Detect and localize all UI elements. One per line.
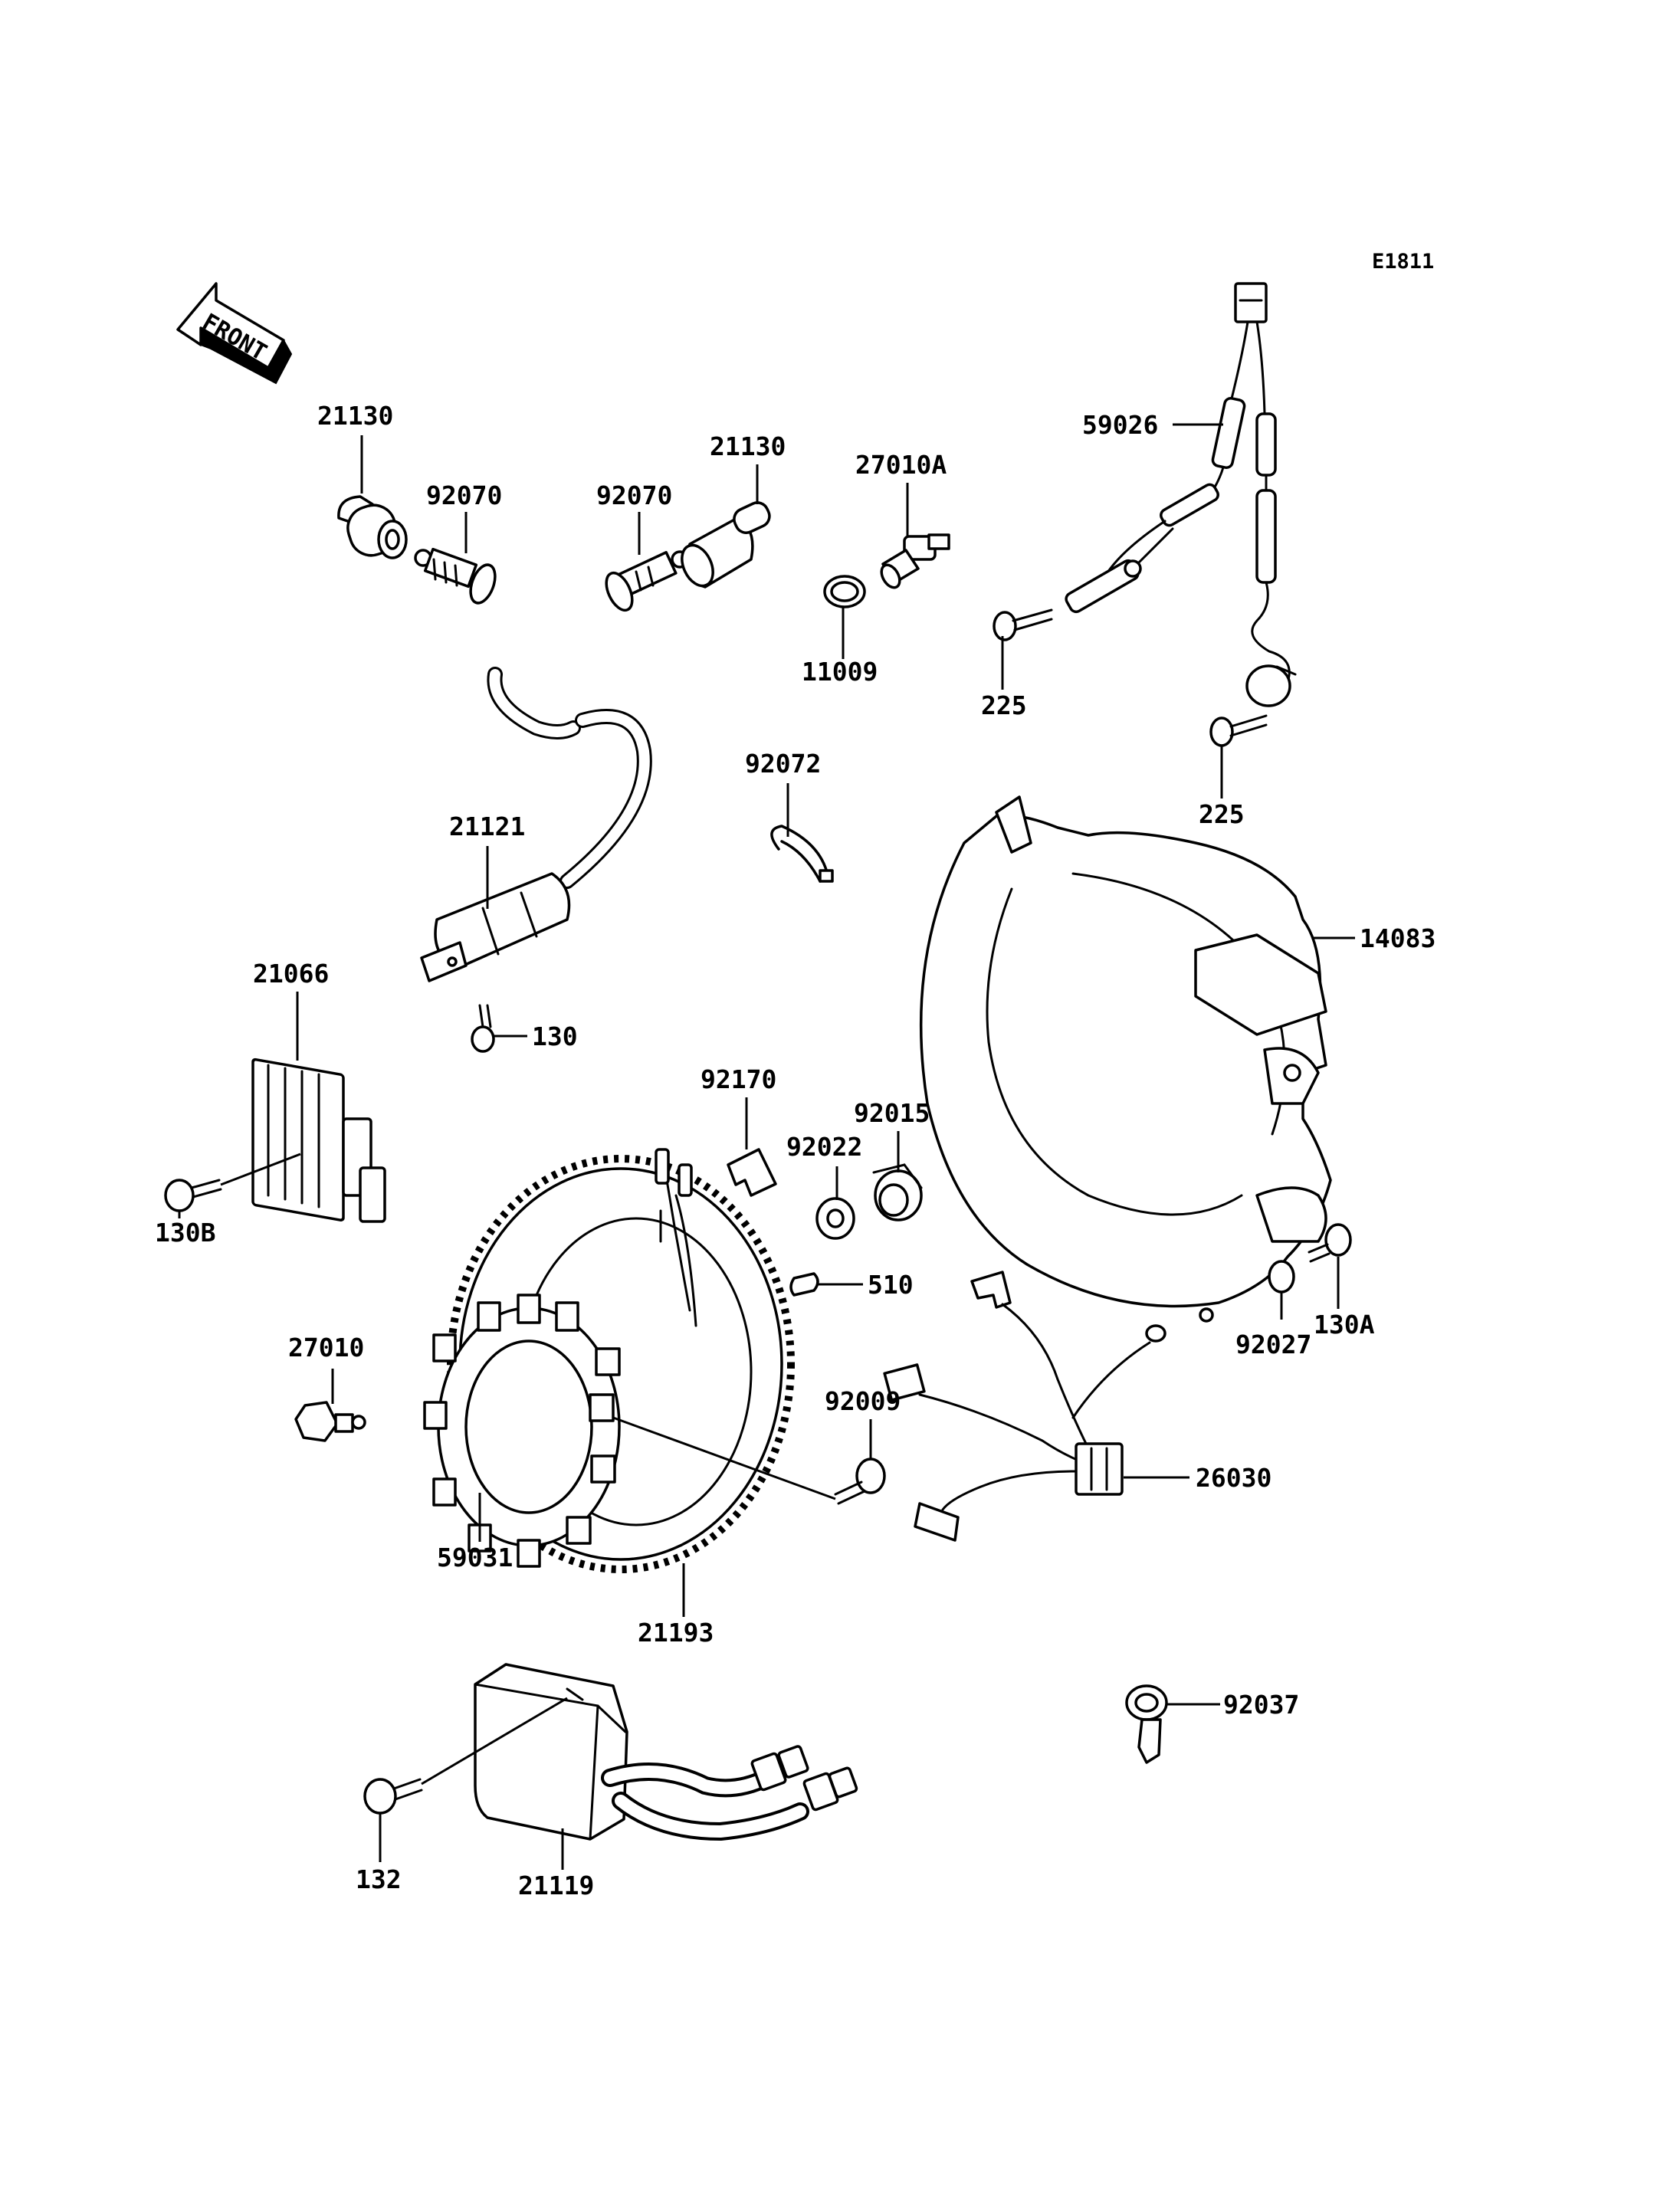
callout-92022: 92022 [786,1132,862,1162]
callout-21130a: 21130 [317,401,393,431]
bolt-92009 [612,1416,886,1505]
callout-21193: 21193 [638,1618,714,1648]
callout-26030: 26030 [1196,1463,1271,1493]
o-ring [823,575,866,608]
callout-11009: 11009 [802,657,878,687]
flywheel-nut [872,1163,923,1221]
callout-92027: 92027 [1235,1330,1311,1359]
callout-labels: 21130 92070 92070 21130 27010A 11009 590… [155,401,1436,1900]
callout-21121: 21121 [449,812,525,841]
leader-lines [178,423,1355,1870]
screw-225-upper [993,608,1053,641]
diagram-code: E1811 [1372,250,1434,274]
neutral-switch [880,533,950,589]
plug-cap-right [681,501,771,589]
callout-130B: 130B [155,1218,215,1248]
wire-harness-top [1065,282,1297,707]
callout-510: 510 [868,1270,914,1300]
bolt-130b [164,1153,301,1212]
callout-225b: 225 [1199,799,1245,829]
screw-225-lower [1209,714,1268,747]
stator [423,1148,693,1568]
callout-21066: 21066 [253,959,329,989]
ignition-coil [420,667,652,982]
callout-59031: 59031 [437,1543,513,1572]
callout-92037: 92037 [1223,1690,1299,1720]
callout-59026: 59026 [1082,410,1158,440]
callout-92070b: 92070 [596,480,672,510]
regulator-rectifier [251,1058,386,1223]
plug-cap-left [337,495,408,559]
callout-27010A: 27010A [855,450,947,480]
washer [815,1197,855,1240]
callout-130: 130 [532,1021,578,1051]
wire-harness-sub [883,1271,1166,1542]
collar [1268,1260,1295,1294]
callout-27010: 27010 [288,1333,364,1362]
callout-21119: 21119 [518,1871,594,1900]
callout-130A: 130A [1314,1310,1375,1340]
callout-92070a: 92070 [426,480,502,510]
oil-switch [294,1401,366,1442]
callout-225a: 225 [981,690,1027,720]
callout-14083: 14083 [1360,923,1436,953]
band-clamp [770,825,834,883]
wire-clip [727,1148,777,1197]
callout-92072: 92072 [745,749,821,779]
igniter-unit [474,1663,858,1841]
bolt-130a [1308,1223,1352,1263]
callout-92170: 92170 [701,1064,776,1094]
spark-plug-right [605,550,689,612]
callout-132: 132 [356,1864,402,1894]
hose-clamp [1125,1684,1168,1764]
callout-92009: 92009 [825,1386,901,1416]
front-arrow-icon: FRONT [176,282,293,385]
callout-21130b: 21130 [710,431,786,461]
callout-92015: 92015 [854,1098,930,1128]
stator-cover [919,795,1332,1323]
bolt-130 [471,1004,495,1053]
spark-plug-left [414,547,497,605]
woodruff-key [789,1272,819,1297]
